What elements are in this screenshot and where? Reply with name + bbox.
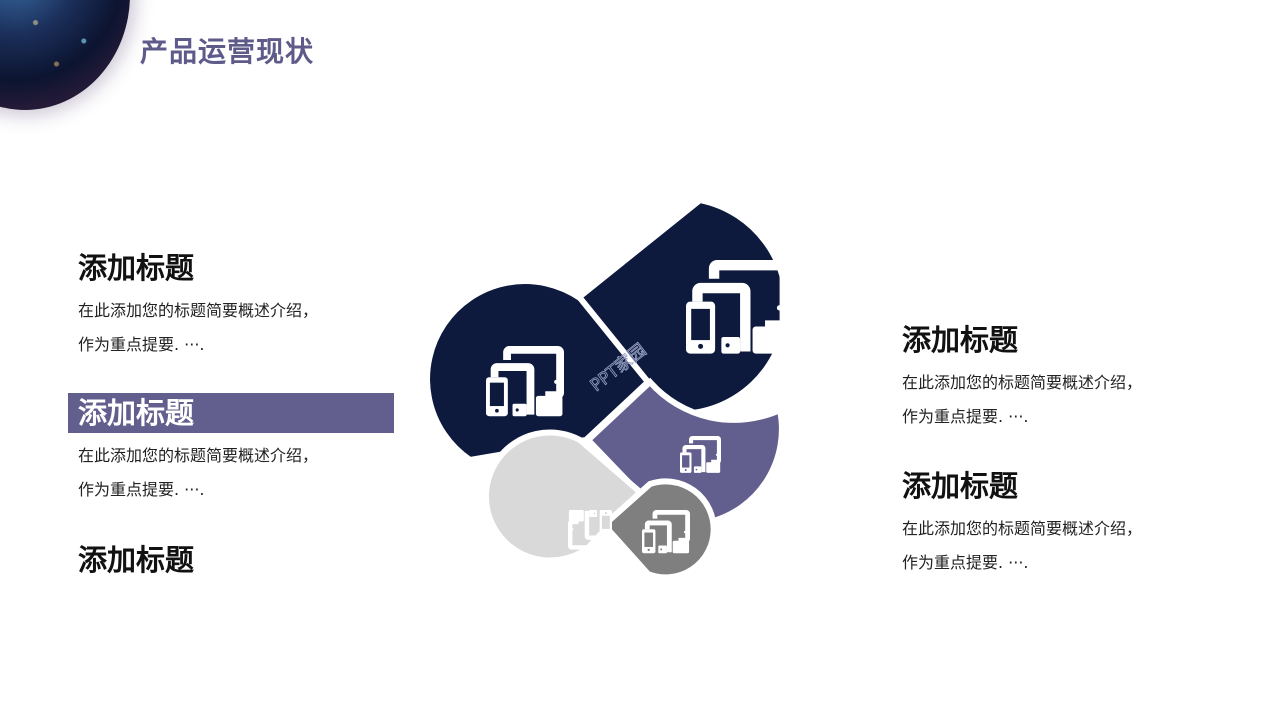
- block-desc-line2: 作为重点提要. ···.: [902, 553, 1029, 572]
- medium-navy-drop: [424, 278, 653, 464]
- left-block-2: 添加标题 在此添加您的标题简要概述介绍， 作为重点提要. ···.: [68, 393, 398, 507]
- block-title: 添加标题: [902, 469, 1019, 503]
- block-desc-line2: 作为重点提要. ···.: [78, 480, 205, 499]
- page-title: 产品运营现状: [140, 35, 315, 68]
- right-block-1: 添加标题 在此添加您的标题简要概述介绍， 作为重点提要. ···.: [902, 320, 1222, 434]
- block-title-highlighted: 添加标题: [68, 393, 394, 433]
- left-block-1: 添加标题 在此添加您的标题简要概述介绍， 作为重点提要. ···.: [78, 248, 398, 362]
- block-desc-line2: 作为重点提要. ···.: [902, 407, 1029, 426]
- block-title: 添加标题: [78, 543, 195, 577]
- block-title: 添加标题: [902, 323, 1019, 357]
- right-block-2: 添加标题 在此添加您的标题简要概述介绍， 作为重点提要. ···.: [902, 466, 1222, 580]
- block-desc-line1: 在此添加您的标题简要概述介绍，: [78, 446, 319, 465]
- block-desc-line1: 在此添加您的标题简要概述介绍，: [78, 301, 319, 320]
- block-desc-line1: 在此添加您的标题简要概述介绍，: [902, 519, 1143, 538]
- left-block-3: 添加标题: [78, 540, 398, 580]
- dark-gray-drop: [599, 478, 717, 581]
- block-title: 添加标题: [78, 251, 195, 285]
- block-desc-line2: 作为重点提要. ···.: [78, 335, 205, 354]
- block-desc-line1: 在此添加您的标题简要概述介绍，: [902, 373, 1143, 392]
- city-globe-image: [0, 0, 130, 110]
